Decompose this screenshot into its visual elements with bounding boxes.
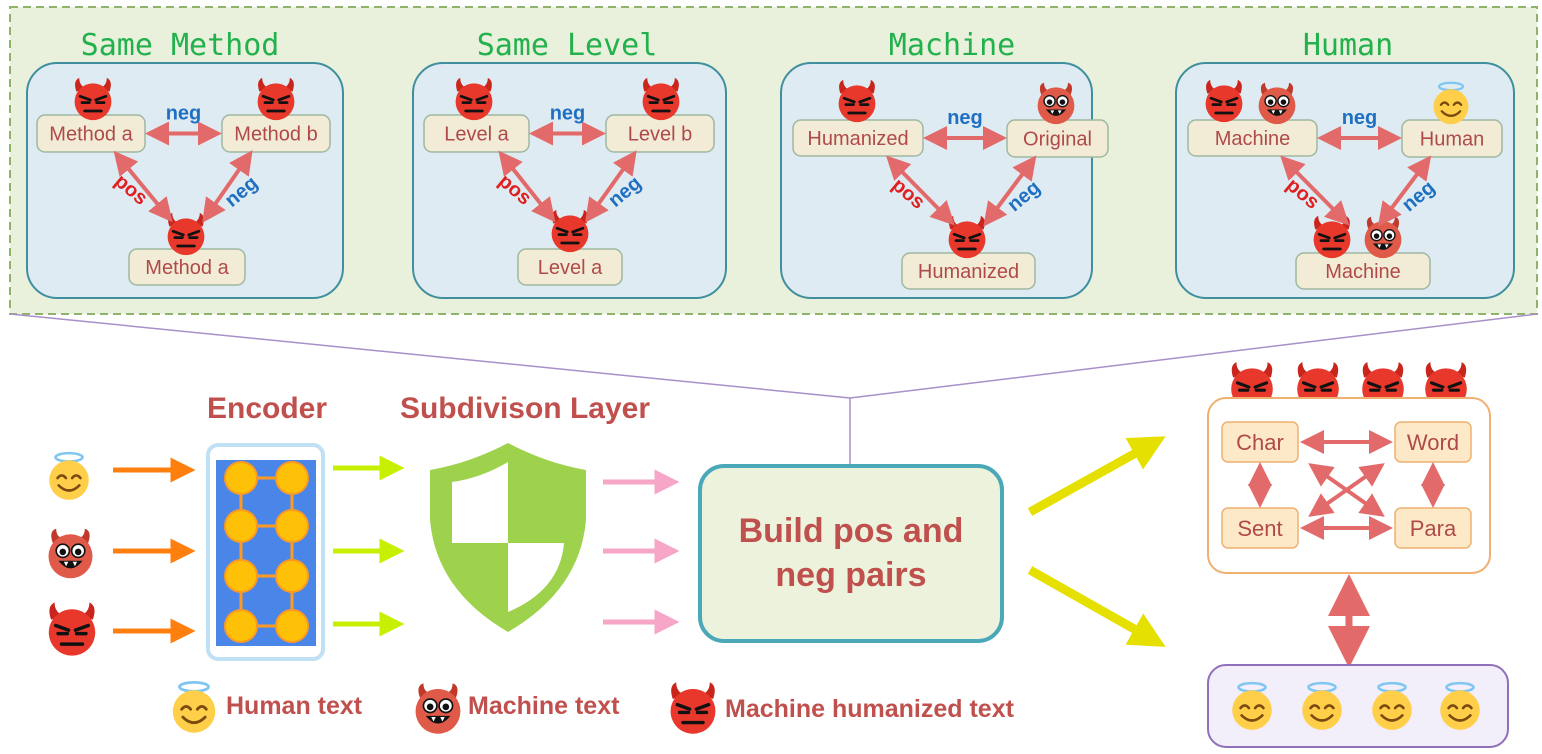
devil-icon xyxy=(947,214,987,260)
neg-label: neg xyxy=(166,103,202,125)
node-label: Machine xyxy=(1215,128,1291,150)
node-label: Humanized xyxy=(918,261,1019,283)
neg-label: neg xyxy=(1342,107,1378,129)
node-label: Method a xyxy=(145,257,229,279)
node-label: Level a xyxy=(538,257,603,279)
level-sent: Sent xyxy=(1237,516,1282,541)
encoder-label: Encoder xyxy=(207,392,327,425)
machine-input-icon xyxy=(47,527,94,580)
level-arrows xyxy=(1248,430,1445,540)
devil-icon xyxy=(454,76,494,122)
monster-icon xyxy=(1257,82,1297,125)
level-nodes: Char Word Sent Para xyxy=(1221,421,1472,549)
subpanel-title: Same Level xyxy=(477,28,658,63)
devil-icon xyxy=(1312,214,1352,260)
subpanel-title: Same Method xyxy=(81,28,280,63)
shield-icon xyxy=(430,443,586,632)
build-text-line2: neg pairs xyxy=(775,556,926,594)
yellow-arrow-down xyxy=(1027,566,1166,647)
humanized-input-icon xyxy=(47,600,97,658)
node-label: Human xyxy=(1420,129,1484,151)
monster-icon xyxy=(1036,82,1076,125)
legend-human-icon xyxy=(171,680,217,735)
node-label: Original xyxy=(1023,129,1092,151)
connector-line-right xyxy=(849,313,1538,399)
level-char: Char xyxy=(1236,430,1284,455)
legend-humanized-icon xyxy=(668,680,718,736)
devil-icon xyxy=(1204,78,1244,124)
legend-humanized-text: Machine humanized text xyxy=(725,695,1015,723)
node-label: Humanized xyxy=(807,128,908,150)
level-para: Para xyxy=(1410,516,1457,541)
devil-icon xyxy=(641,76,681,122)
devil-icon xyxy=(166,211,206,257)
node-label: Method a xyxy=(49,124,133,146)
neg-label: neg xyxy=(947,107,983,129)
build-text-line1: Build pos and xyxy=(739,512,964,550)
human-group-box xyxy=(1207,664,1509,748)
yellow-arrow-up xyxy=(1027,436,1166,516)
encoder-block xyxy=(206,443,325,661)
subpanel-title: Human xyxy=(1303,28,1393,63)
legend-machine-text: Machine text xyxy=(468,692,620,720)
connector-line-left xyxy=(9,313,851,399)
legend-machine-icon xyxy=(414,682,462,735)
node-label: Level b xyxy=(628,124,693,146)
human-input-icon xyxy=(47,451,91,502)
build-pairs-box xyxy=(698,464,1004,643)
monster-icon xyxy=(1363,216,1403,259)
node-label: Level a xyxy=(444,124,509,146)
neg-label: neg xyxy=(550,103,586,125)
legend-human-text: Human text xyxy=(226,692,363,720)
devil-icon xyxy=(550,208,590,254)
node-label: Machine xyxy=(1325,261,1401,283)
node-label: Method b xyxy=(234,124,317,146)
subdivision-layer-label: Subdivison Layer xyxy=(400,392,650,425)
subpanel-title: Machine xyxy=(889,28,1015,63)
devil-icon xyxy=(256,76,296,122)
level-word: Word xyxy=(1407,430,1459,455)
devil-icon xyxy=(837,78,877,124)
devil-icon xyxy=(73,76,113,122)
